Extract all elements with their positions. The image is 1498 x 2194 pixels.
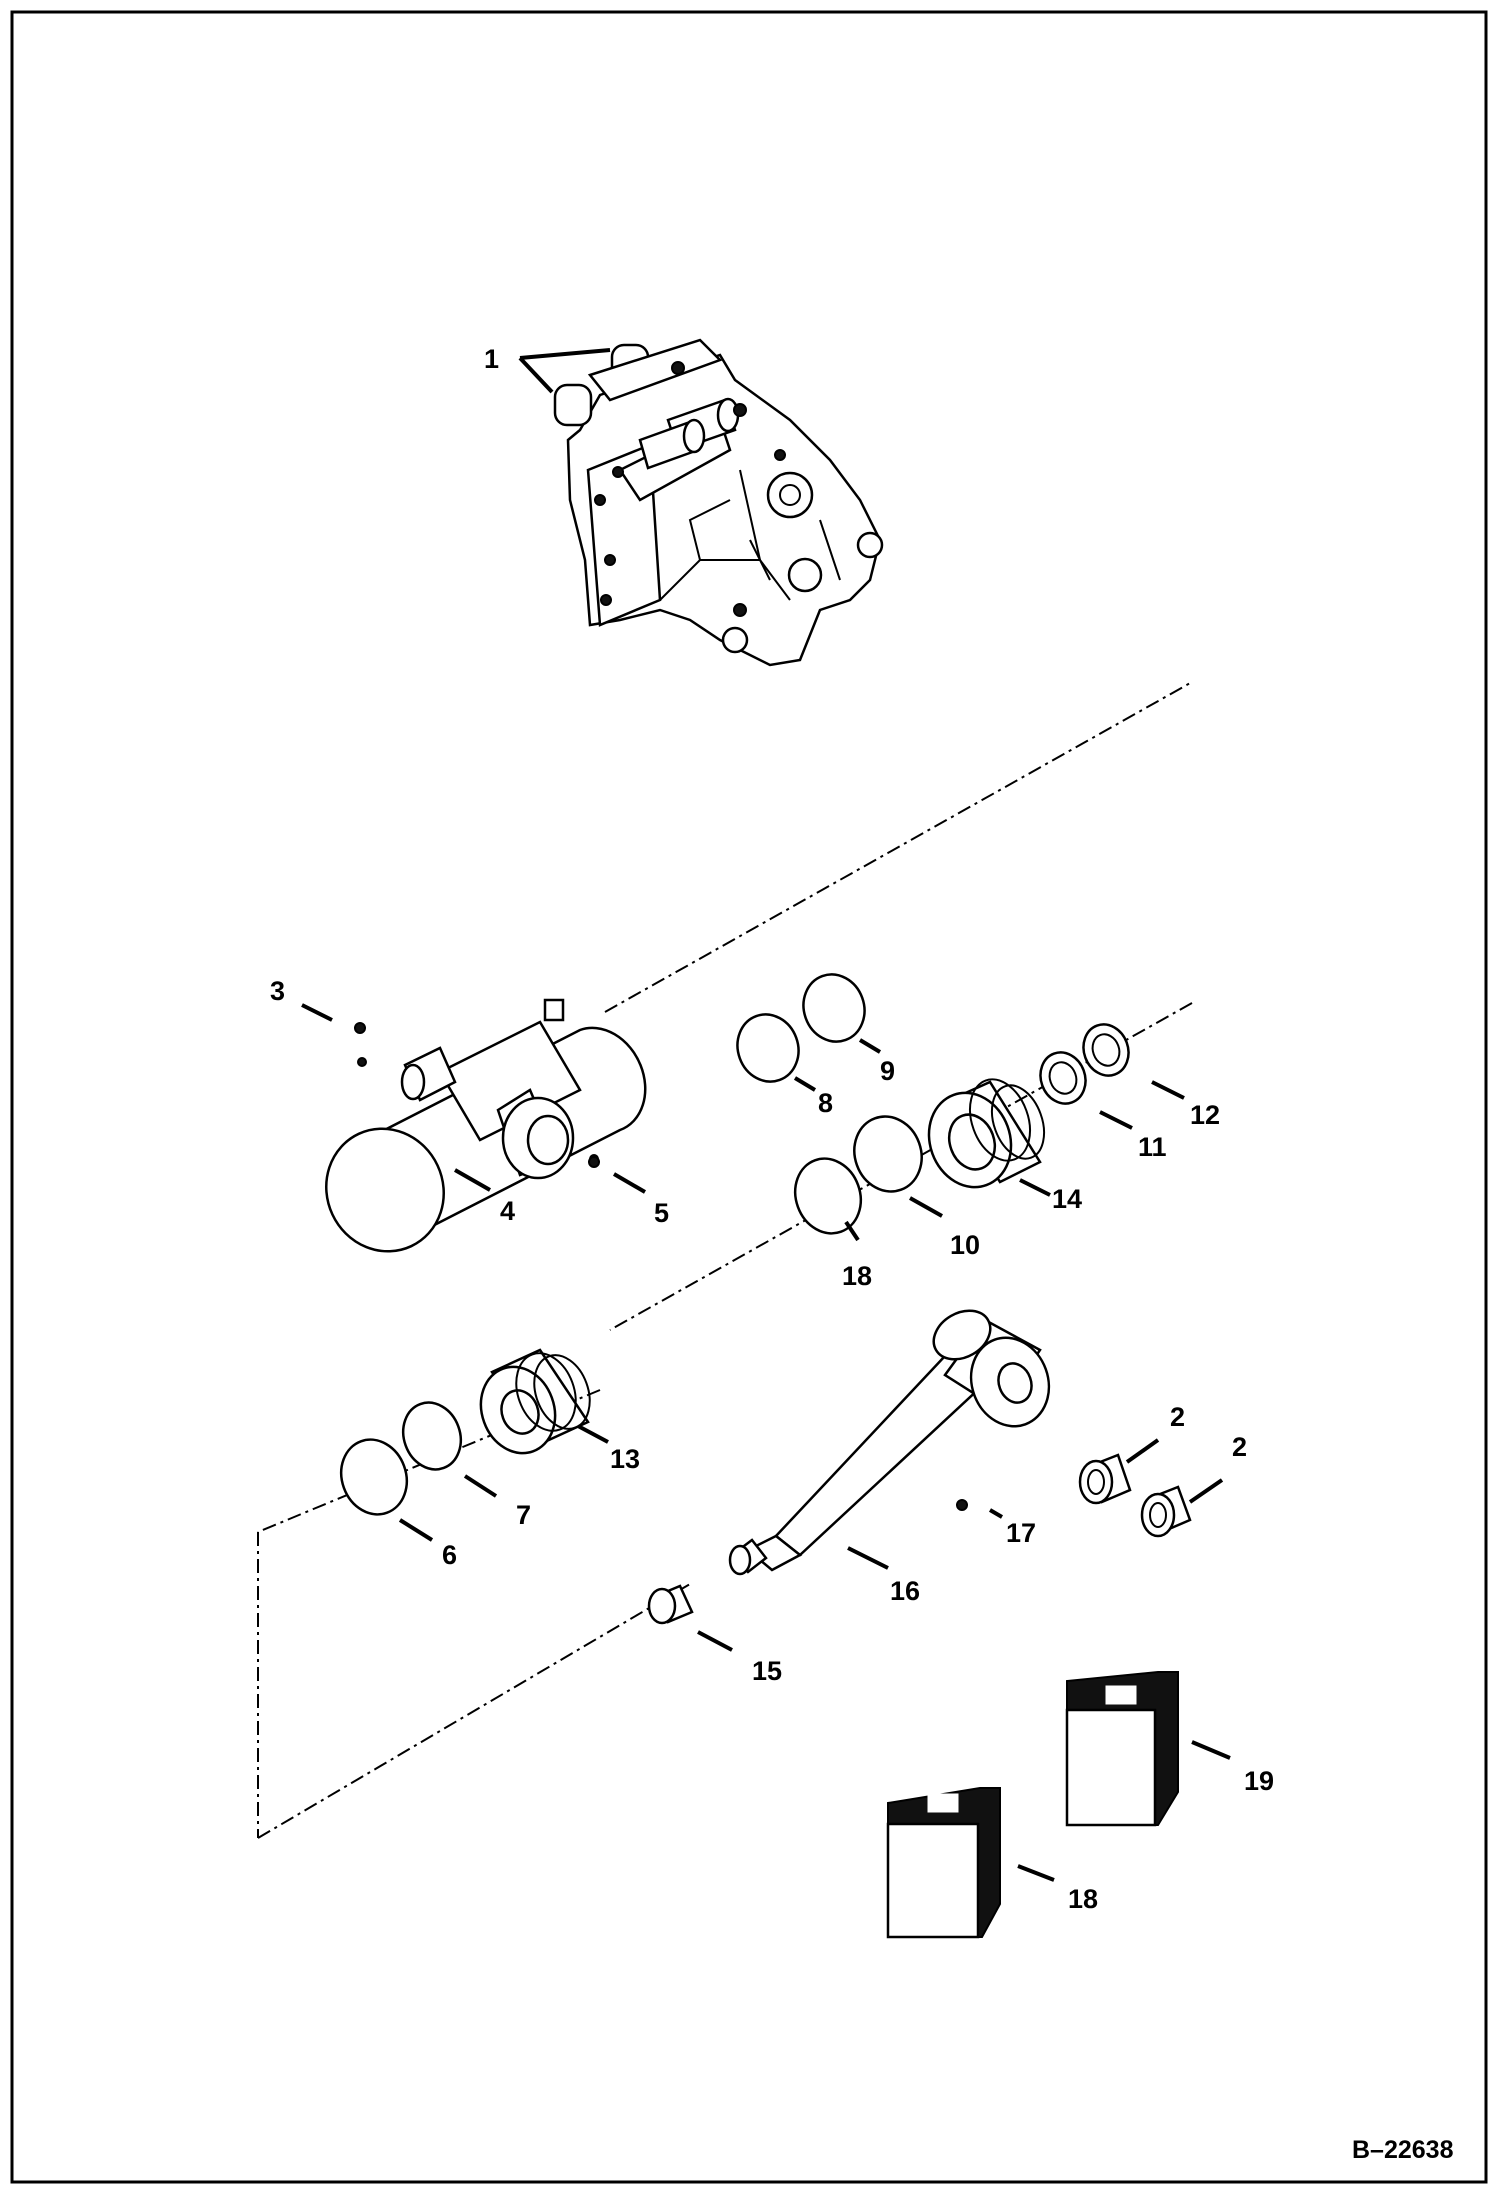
seal-ring-10 bbox=[853, 1115, 923, 1193]
callout-6: 6 bbox=[442, 1540, 457, 1570]
gland-14 bbox=[927, 1078, 1046, 1189]
callout-12: 12 bbox=[1190, 1100, 1220, 1130]
nut-15 bbox=[647, 1584, 694, 1625]
page-border bbox=[10, 10, 1488, 2184]
bushing-2a bbox=[1078, 1453, 1132, 1505]
seal-ring-8 bbox=[736, 1013, 800, 1083]
callout-2b: 2 bbox=[1232, 1432, 1247, 1462]
centre-lines bbox=[257, 681, 1193, 1839]
seal-ring-6 bbox=[339, 1438, 409, 1516]
fitting-3 bbox=[354, 1022, 366, 1034]
grease-fitting-17 bbox=[956, 1499, 968, 1511]
callout-8: 8 bbox=[818, 1088, 833, 1118]
valve-assembly-drawing bbox=[553, 338, 884, 667]
fitting-5 bbox=[588, 1156, 600, 1168]
callout-13: 13 bbox=[610, 1444, 640, 1474]
callout-4: 4 bbox=[500, 1196, 515, 1226]
callout-14: 14 bbox=[1052, 1184, 1082, 1214]
rod-16 bbox=[728, 1309, 1051, 1576]
seal-ring-9 bbox=[802, 973, 866, 1043]
callout-18a: 18 bbox=[842, 1261, 872, 1291]
callout-10: 10 bbox=[950, 1230, 980, 1260]
callout-2a: 2 bbox=[1170, 1402, 1185, 1432]
callout-16: 16 bbox=[890, 1576, 920, 1606]
callout-7: 7 bbox=[516, 1500, 531, 1530]
callout-15: 15 bbox=[752, 1656, 782, 1686]
leader-lines bbox=[301, 1003, 1231, 1882]
seal-kit-box-18 bbox=[886, 1787, 1001, 1939]
callout-17: 17 bbox=[1006, 1518, 1036, 1548]
seal-kit-box-19 bbox=[1065, 1671, 1179, 1827]
leader-1a bbox=[519, 348, 611, 360]
seal-ring-7 bbox=[401, 1401, 463, 1471]
callout-9: 9 bbox=[880, 1056, 895, 1086]
bushing-2b bbox=[1140, 1485, 1192, 1538]
callout-5: 5 bbox=[654, 1198, 669, 1228]
cylinder-barrel bbox=[325, 998, 647, 1253]
piston-13 bbox=[479, 1348, 591, 1455]
seal-ring-18 bbox=[793, 1157, 863, 1235]
wiper-12 bbox=[1082, 1023, 1130, 1077]
callout-3: 3 bbox=[270, 976, 285, 1006]
callout-1: 1 bbox=[484, 344, 499, 374]
callout-19: 19 bbox=[1244, 1766, 1274, 1796]
callout-11: 11 bbox=[1138, 1132, 1167, 1162]
wiper-11 bbox=[1039, 1051, 1087, 1105]
leader-1b bbox=[518, 356, 554, 394]
drawing-reference-code: B–22638 bbox=[1352, 2136, 1454, 2164]
callout-18b: 18 bbox=[1068, 1884, 1098, 1914]
